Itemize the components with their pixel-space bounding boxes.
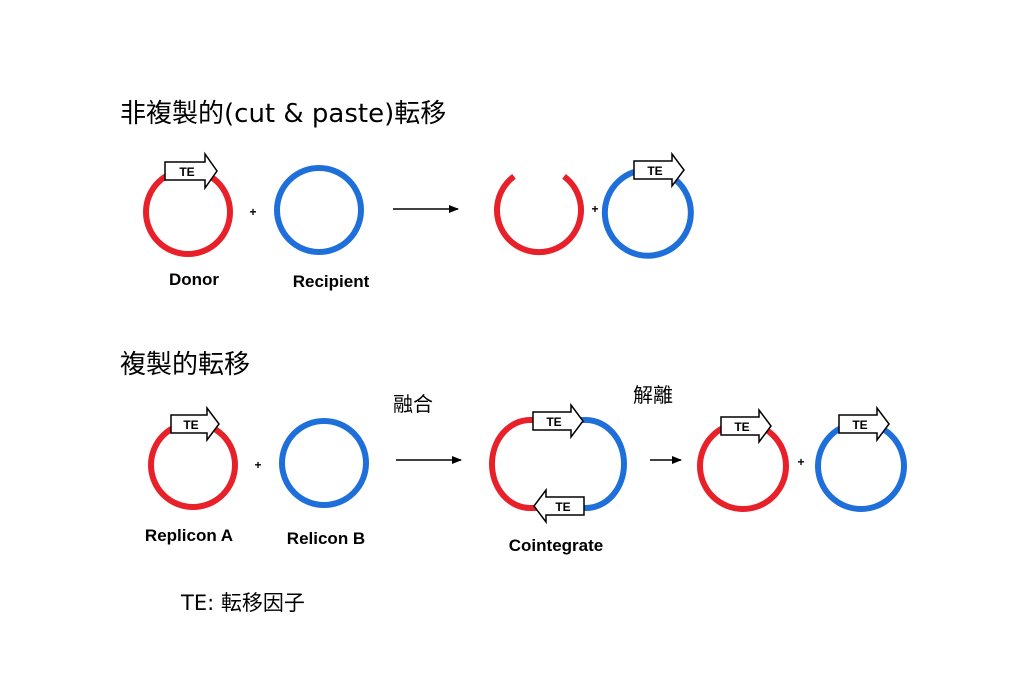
te-element: TE [720, 407, 772, 445]
te-element: TE [164, 151, 218, 191]
te-element: TE [532, 402, 584, 440]
recipient-with-te [601, 169, 694, 259]
te-arrow-icon [633, 151, 685, 189]
cointegrate-blue-segment [575, 417, 627, 511]
legend: TE: 転移因子 [180, 591, 305, 615]
te-label: TE [555, 500, 570, 514]
te-label: TE [734, 420, 749, 434]
te-label: TE [546, 415, 561, 429]
te-arrow-icon [838, 405, 890, 443]
recipient-plasmid [274, 165, 364, 255]
te-element: TE [633, 151, 685, 189]
cointegrate-red-segment [489, 417, 538, 511]
replicon-a-label: Replicon A [145, 526, 233, 545]
donor-plasmid [143, 167, 233, 257]
te-label: TE [183, 418, 198, 432]
donor-label: Donor [169, 270, 219, 289]
replicon-a-plasmid [148, 420, 238, 510]
te-label: TE [852, 418, 867, 432]
replicon-b-label: Relicon B [287, 529, 365, 548]
te-arrow-icon [532, 402, 584, 440]
te-element-reversed: TE [533, 487, 585, 525]
cointegrate: TE TE [489, 402, 627, 525]
te-arrow-icon [720, 407, 772, 445]
te-arrow-icon [170, 405, 220, 443]
resolution-label: 解離 [633, 383, 673, 407]
section1-title: 非複製的(cut & paste)転移 [120, 99, 446, 129]
te-label: TE [647, 164, 662, 178]
replicon-a-with-te [697, 420, 789, 512]
replicon-b-with-te [815, 420, 907, 512]
te-element: TE [170, 405, 220, 443]
plus-sign: + [591, 202, 598, 216]
plus-sign: + [249, 205, 256, 219]
cointegrate-label: Cointegrate [509, 536, 603, 555]
te-arrow-reversed-icon [533, 487, 585, 525]
recipient-label: Recipient [293, 272, 370, 291]
plus-sign: + [254, 458, 261, 472]
empty-donor-plasmid [494, 173, 584, 256]
te-element: TE [838, 405, 890, 443]
replicon-b-plasmid [279, 418, 369, 508]
fusion-label: 融合 [393, 392, 433, 416]
te-label: TE [179, 165, 194, 179]
plus-sign: + [797, 455, 804, 469]
section2-title: 複製的転移 [120, 350, 250, 380]
te-arrow-icon [164, 151, 218, 191]
